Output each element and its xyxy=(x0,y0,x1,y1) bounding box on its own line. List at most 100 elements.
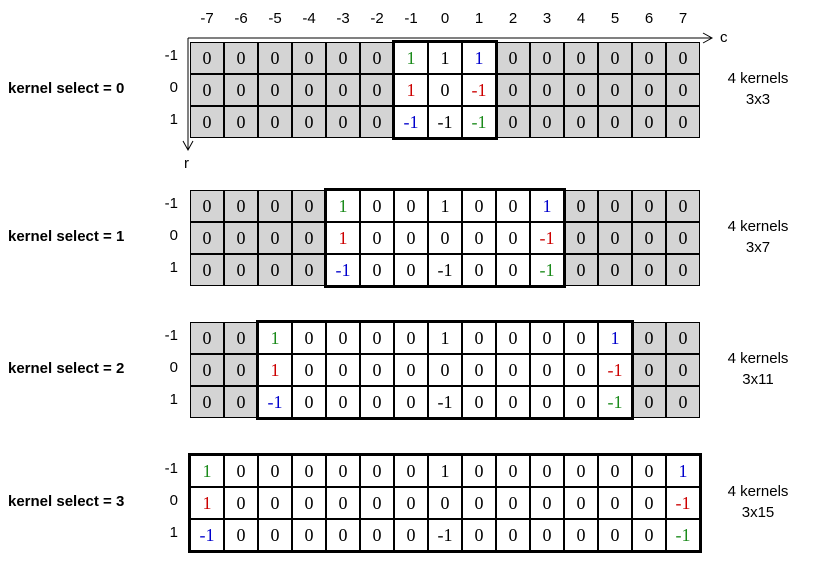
grid-cell: 0 xyxy=(326,487,360,519)
grid-cell: -1 xyxy=(666,487,700,519)
grid-cell: 0 xyxy=(394,254,428,286)
grid-cell: 0 xyxy=(224,190,258,222)
grid-cell: 0 xyxy=(360,455,394,487)
grid-cell: 1 xyxy=(666,455,700,487)
grid-cell: 0 xyxy=(564,106,598,138)
column-label: 2 xyxy=(508,10,518,27)
grid-cell: -1 xyxy=(462,106,496,138)
grid-cell: 0 xyxy=(360,354,394,386)
grid-cell: 0 xyxy=(666,106,700,138)
row-label: -1 xyxy=(164,327,178,344)
grid-cell: 0 xyxy=(190,222,224,254)
grid-cell: 1 xyxy=(428,190,462,222)
grid-cell: 0 xyxy=(190,74,224,106)
grid-cell: 0 xyxy=(360,322,394,354)
grid-cell: 0 xyxy=(360,74,394,106)
kernel-description-size: 3x15 xyxy=(741,504,775,521)
column-label: -5 xyxy=(268,10,282,27)
grid-cell: 0 xyxy=(428,222,462,254)
grid-cell: 0 xyxy=(394,487,428,519)
grid-cell: 0 xyxy=(666,254,700,286)
grid-cell: -1 xyxy=(428,106,462,138)
kernel-select-label: kernel select = 3 xyxy=(8,493,125,510)
grid-cell: 0 xyxy=(292,386,326,418)
kernel-select-label: kernel select = 1 xyxy=(8,228,125,245)
grid-cell: 0 xyxy=(462,254,496,286)
grid-cell: 0 xyxy=(564,386,598,418)
grid-cell: 0 xyxy=(496,487,530,519)
grid-cell: 0 xyxy=(632,487,666,519)
grid-cell: 0 xyxy=(564,455,598,487)
kernel-description-count: 4 kernels xyxy=(727,70,789,87)
grid-cell: 0 xyxy=(360,42,394,74)
grid-cell: 0 xyxy=(462,354,496,386)
grid-cell: 0 xyxy=(394,222,428,254)
column-label: 6 xyxy=(644,10,654,27)
grid-cell: 0 xyxy=(394,519,428,551)
r-axis-label: r xyxy=(184,155,189,172)
grid-cell: 0 xyxy=(224,455,258,487)
grid-cell: 0 xyxy=(462,386,496,418)
column-label: 3 xyxy=(542,10,552,27)
kernel-description-size: 3x3 xyxy=(745,91,771,108)
grid-cell: 0 xyxy=(496,74,530,106)
grid-cell: 0 xyxy=(598,519,632,551)
grid-cell: 0 xyxy=(666,74,700,106)
column-label: -7 xyxy=(200,10,214,27)
grid-cell: 0 xyxy=(462,455,496,487)
grid-cell: 0 xyxy=(496,519,530,551)
grid-cell: 0 xyxy=(224,519,258,551)
grid-cell: 0 xyxy=(632,322,666,354)
grid-cell: 0 xyxy=(666,42,700,74)
grid-cell: -1 xyxy=(462,74,496,106)
grid-cell: 0 xyxy=(224,42,258,74)
grid-cell: 0 xyxy=(496,354,530,386)
grid-cell: 0 xyxy=(564,354,598,386)
grid-cell: 0 xyxy=(632,455,666,487)
row-label: -1 xyxy=(164,460,178,477)
kernel-description-size: 3x7 xyxy=(745,239,771,256)
row-label: -1 xyxy=(164,195,178,212)
grid-cell: 1 xyxy=(428,455,462,487)
grid-cell: 0 xyxy=(496,106,530,138)
grid-cell: 0 xyxy=(530,386,564,418)
grid-cell: 1 xyxy=(326,190,360,222)
grid-cell: -1 xyxy=(428,386,462,418)
grid-cell: 0 xyxy=(598,254,632,286)
grid-cell: 0 xyxy=(360,222,394,254)
grid-cell: -1 xyxy=(428,519,462,551)
grid-cell: 0 xyxy=(564,254,598,286)
grid-cell: 1 xyxy=(258,354,292,386)
grid-cell: 0 xyxy=(462,519,496,551)
grid-cell: 0 xyxy=(530,106,564,138)
grid-cell: 0 xyxy=(462,322,496,354)
grid-cell: 0 xyxy=(632,42,666,74)
grid-cell: 0 xyxy=(360,519,394,551)
grid-cell: 0 xyxy=(190,354,224,386)
grid-cell: 0 xyxy=(190,42,224,74)
column-label: -2 xyxy=(370,10,384,27)
grid-cell: 0 xyxy=(326,106,360,138)
grid-cell: 0 xyxy=(360,254,394,286)
grid-cell: 0 xyxy=(462,487,496,519)
kernel-select-label: kernel select = 0 xyxy=(8,80,125,97)
grid-cell: 0 xyxy=(224,354,258,386)
grid-cell: 0 xyxy=(258,42,292,74)
column-label: -6 xyxy=(234,10,248,27)
grid-cell: 0 xyxy=(292,74,326,106)
row-label: 0 xyxy=(169,79,178,96)
grid-cell: 0 xyxy=(394,354,428,386)
grid-cell: 0 xyxy=(258,254,292,286)
grid-cell: -1 xyxy=(530,222,564,254)
row-label: 0 xyxy=(169,359,178,376)
grid-cell: 0 xyxy=(632,254,666,286)
row-label: 0 xyxy=(169,227,178,244)
grid-cell: 1 xyxy=(598,322,632,354)
grid-cell: 0 xyxy=(292,222,326,254)
grid-cell: 0 xyxy=(224,74,258,106)
grid-cell: 0 xyxy=(496,386,530,418)
grid-cell: 1 xyxy=(326,222,360,254)
grid-cell: 0 xyxy=(292,455,326,487)
grid-cell: 0 xyxy=(530,322,564,354)
